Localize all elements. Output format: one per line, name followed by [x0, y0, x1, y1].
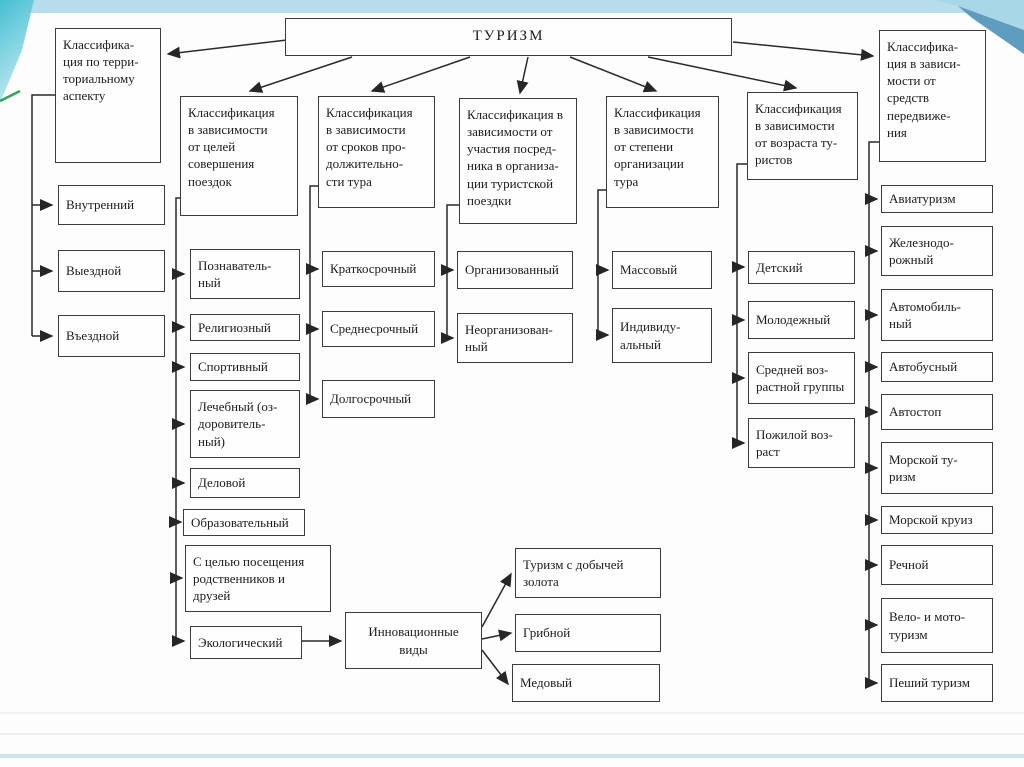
corner-ribbon-right: [936, 0, 1024, 54]
scan-streak: [0, 733, 1024, 735]
bottom-ribbon: [0, 754, 1024, 758]
node-item-neorganizovanny: Неорганизован- ный: [457, 313, 573, 363]
node-header-intermediary: Классификация в зависимости от участия п…: [459, 98, 577, 224]
corner-ribbon-left: [0, 0, 34, 103]
node-item-molodezhny: Молодежный: [748, 301, 855, 339]
node-item-turizm-zoloto: Туризм с добычей золота: [515, 548, 661, 598]
node-item-zheleznodorozhny: Железнодо- рожный: [881, 226, 993, 276]
node-item-srednesrochny: Среднесрочный: [322, 311, 435, 347]
node-item-dolgosrochny: Долгосрочный: [322, 380, 435, 418]
node-item-velo-moto: Вело- и мото- туризм: [881, 598, 993, 653]
scan-streak: [0, 712, 1024, 714]
node-item-morskoy-turizm: Морской ту- ризм: [881, 442, 993, 494]
node-item-sportivny: Спортивный: [190, 353, 300, 381]
node-header-territorial: Классифика- ция по терри- ториальному ас…: [55, 28, 161, 163]
node-item-vezdnoy: Въездной: [58, 315, 165, 357]
node-item-aviaturizm: Авиатуризм: [881, 185, 993, 213]
node-item-ekologichesky: Экологический: [190, 626, 302, 659]
node-item-individualny: Индивиду- альный: [612, 308, 712, 363]
node-item-peshiy: Пеший туризм: [881, 664, 993, 702]
node-header-organization: Классификация в зависимости от степени о…: [606, 96, 719, 208]
node-header-age: Классификация в зависимости от возраста …: [747, 92, 858, 180]
node-header-transport: Классифика- ция в зависи- мости от средс…: [879, 30, 986, 162]
node-item-lechebny: Лечебный (оз- доровитель- ный): [190, 390, 300, 458]
node-header-duration: Классификация в зависимости от сроков пр…: [318, 96, 435, 208]
node-item-detsky: Детский: [748, 251, 855, 284]
top-ribbon: [0, 0, 1024, 13]
node-item-pozhiloy: Пожилой воз- раст: [748, 418, 855, 468]
node-header-purpose: Классификация в зависимости от целей сов…: [180, 96, 298, 216]
node-item-poznavatelny: Познаватель- ный: [190, 249, 300, 299]
node-item-vyezdnoy: Выездной: [58, 250, 165, 292]
node-item-morskoy-kruiz: Морской круиз: [881, 506, 993, 534]
node-item-organizovanny: Организованный: [457, 251, 573, 289]
node-item-rechnoy: Речной: [881, 545, 993, 585]
node-item-vnutrenniy: Внутренний: [58, 185, 165, 225]
node-item-avtomobilny: Автомобиль- ный: [881, 289, 993, 341]
node-item-massovy: Массовый: [612, 251, 712, 289]
node-item-avtostop: Автостоп: [881, 394, 993, 430]
node-item-religiozny: Религиозный: [190, 314, 300, 341]
node-item-obrazovatelny: Образовательный: [183, 509, 305, 536]
node-item-avtobusny: Автобусный: [881, 352, 993, 382]
node-innovatsionnye-vidy: Инновационные виды: [345, 612, 482, 669]
node-item-delovoy: Деловой: [190, 468, 300, 498]
node-item-rodstvenniki: С целью посещения родственников и друзей: [185, 545, 331, 612]
node-item-sredney-vozrastnoy: Средней воз- растной группы: [748, 352, 855, 404]
node-item-kratkosrochny: Краткосрочный: [322, 251, 435, 287]
node-item-gribnoy: Грибной: [515, 614, 661, 652]
node-root-tourism: ТУРИЗМ: [285, 18, 732, 56]
node-item-medovy: Медовый: [512, 664, 660, 702]
